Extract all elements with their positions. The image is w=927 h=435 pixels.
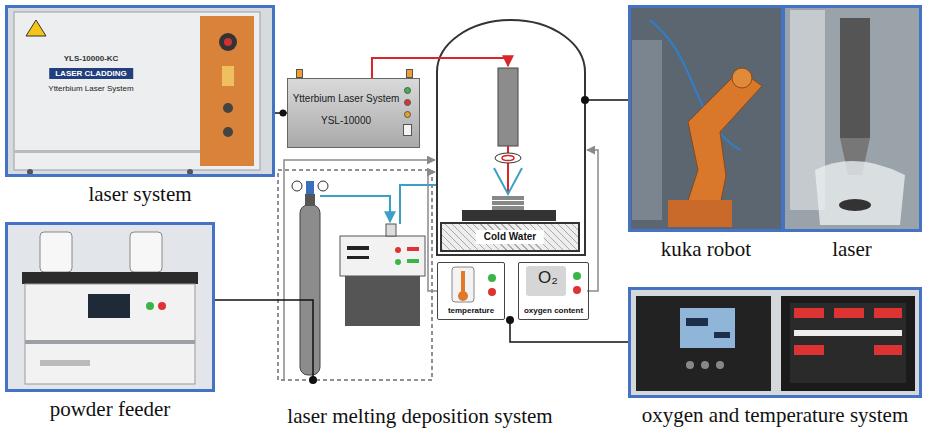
photo-caption: powder feeder <box>50 397 171 421</box>
laser-beam-line <box>372 58 508 78</box>
band-label: Cold Water <box>476 230 544 244</box>
photo-caption: kuka robot <box>661 237 751 261</box>
indicator-light <box>404 99 411 106</box>
machine-label: LASER CLADDING <box>49 68 133 79</box>
unit-name: Ytterbium Laser System <box>293 93 400 105</box>
connector <box>275 110 287 117</box>
sensor-label: temperature <box>448 306 494 315</box>
photo-caption: oxygen and temperature system <box>642 403 909 427</box>
laser-system-photo <box>5 5 275 177</box>
signal-line <box>284 160 435 380</box>
sensor-box: O₂ oxygen content <box>518 262 589 320</box>
unit-model: YSL-10000 <box>321 115 371 127</box>
deposition-chamber <box>437 20 585 255</box>
thermometer-icon <box>452 267 496 302</box>
photo-frame: powder feeder <box>5 222 215 392</box>
figure-caption: laser melting deposition system <box>287 404 552 428</box>
powder-feeder-photo <box>5 222 215 392</box>
photo-frame: YLS-10000-KC LASER CLADDING Ytterbium Lase… <box>5 5 275 177</box>
junction-dot <box>280 110 287 117</box>
photo-frame: laser <box>782 5 922 232</box>
laser-unit-box: Ytterbium Laser SystemYSL-10000 <box>287 78 420 148</box>
indicator-light <box>403 124 412 136</box>
laser-head-photo <box>783 5 922 232</box>
indicator-light <box>404 111 411 118</box>
indicator-light <box>404 87 411 94</box>
robot-photo <box>628 5 783 232</box>
leader-line <box>215 96 628 384</box>
photo-frame: kuka robot <box>628 5 784 232</box>
controller-photo <box>628 287 922 398</box>
photo-caption: laser <box>832 237 872 261</box>
sensor-box: temperature <box>437 262 505 320</box>
sensor-label: oxygen content <box>524 306 583 315</box>
oxygen-icon <box>526 266 581 296</box>
photo-frame: oxygen and temperature system <box>628 287 922 398</box>
indicator-light <box>406 69 413 78</box>
photo-caption: laser system <box>88 182 191 206</box>
oxygen-symbol: O₂ <box>538 268 558 288</box>
machine-label: Ytterbium Laser System <box>48 84 133 93</box>
signal-line <box>428 172 437 291</box>
machine-model: YLS-10000-KC <box>64 54 119 63</box>
indicator-light <box>296 69 303 78</box>
cold-water-band: Cold Water <box>440 222 580 252</box>
